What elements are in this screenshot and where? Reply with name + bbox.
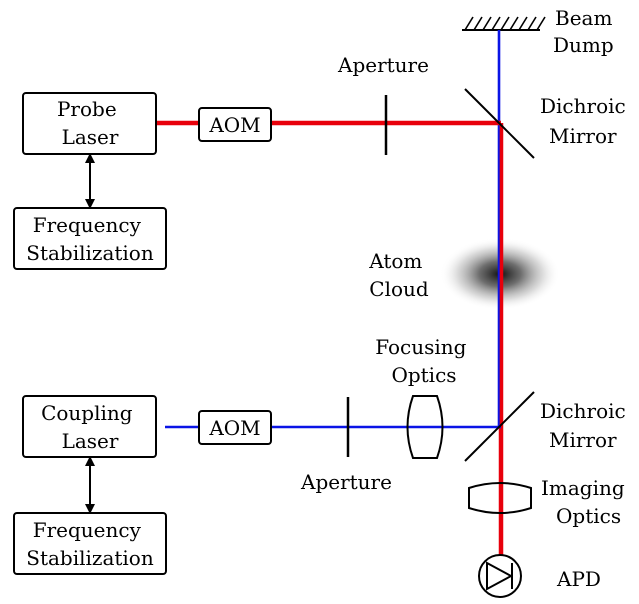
beam-dump-icon [462, 16, 546, 31]
beam-dump-label: Beam Dump [553, 6, 619, 57]
aperture-label-top: Aperture [337, 53, 429, 77]
photodiode-icon [478, 554, 522, 598]
atom-cloud-label: Atom Cloud [368, 249, 429, 301]
lens-icon [468, 482, 532, 514]
aom-label-bottom: AOM [208, 416, 260, 440]
freq-stab-label-top: Frequency Stabilization [26, 213, 154, 265]
aom-box-bottom [198, 410, 272, 445]
probe-laser-label: Probe Laser [57, 97, 123, 149]
lens-icon [406, 395, 444, 459]
coupling-laser-label: Coupling Laser [41, 401, 139, 453]
dichroic-mirror-label-bottom: Dichroic Mirror [540, 399, 632, 452]
dichroic-mirror-label-top: Dichroic Mirror [540, 94, 632, 148]
apd-label: APD [556, 567, 601, 591]
aom-box-top [198, 107, 272, 142]
aom-label-top: AOM [208, 113, 260, 137]
imaging-optics-label: Imaging Optics [541, 476, 631, 528]
aperture-label-bottom: Aperture [300, 470, 392, 494]
freq-stab-label-bottom: Frequency Stabilization [26, 518, 154, 570]
dichroic-mirror-icon [464, 88, 535, 159]
dichroic-mirror-icon [464, 391, 535, 462]
focusing-optics-label: Focusing Optics [375, 335, 473, 387]
